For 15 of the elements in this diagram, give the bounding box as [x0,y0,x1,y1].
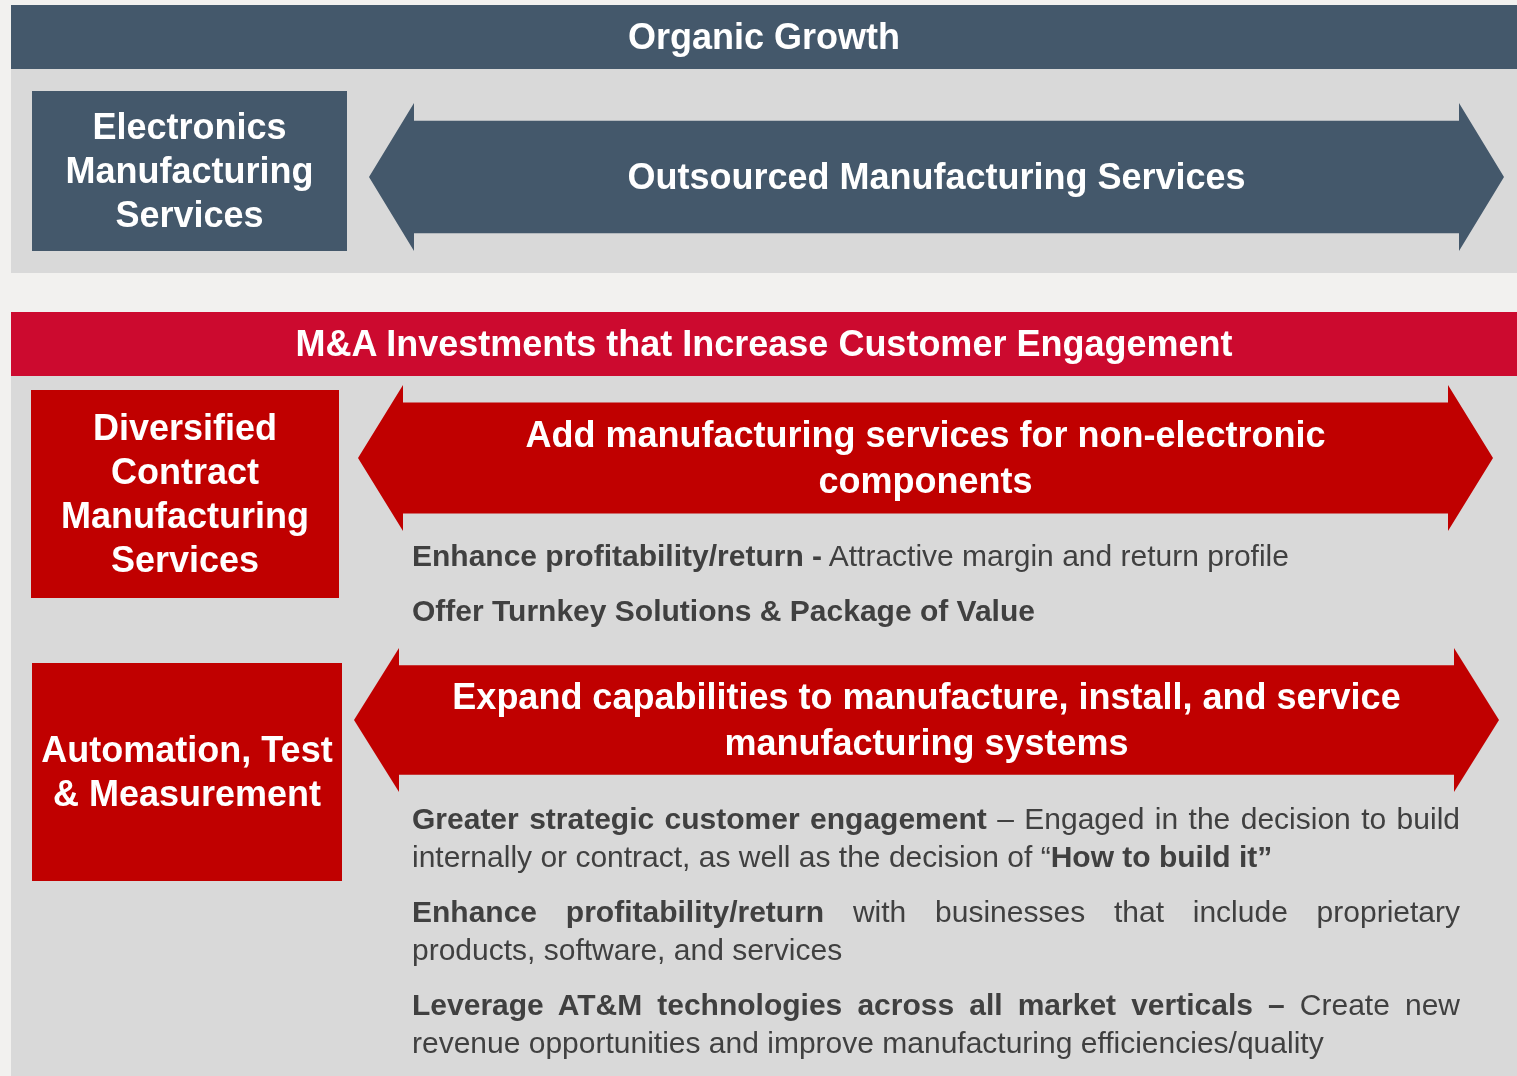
double-arrow: Add manufacturing services for non-electronic components [358,385,1493,531]
double-arrow: Expand capabilities to manufacture, install, and service manufacturing systems [354,648,1499,792]
section-panel [11,312,1517,1076]
section-header: Organic Growth [11,5,1517,69]
body-text: Offer Turnkey Solutions & Package of Value [412,593,1036,629]
body-text: Leverage AT&M technologies across all market verticals – Create new revenue opportunities and improve manufacturing efficiencies/quality [412,987,1460,1061]
service-box: Electronics Manufacturing Services [32,91,347,251]
body-text: Enhance profitability/return with businesses that include proprietary products, software, and services [412,894,1460,968]
double-arrow: Outsourced Manufacturing Services [369,103,1504,251]
body-text: Greater strategic customer engagement – Engaged in the decision to build internally or contract, as well as the decision of “How to build it” [412,801,1460,875]
section-panel [11,5,1517,273]
service-box: Automation, Test & Measurement [32,663,342,881]
section-header: M&A Investments that Increase Customer Engagement [11,312,1517,376]
service-box: Diversified Contract Manufacturing Services [31,390,339,598]
body-text: Enhance profitability/return - Attractive margin and return profile [412,538,1290,574]
